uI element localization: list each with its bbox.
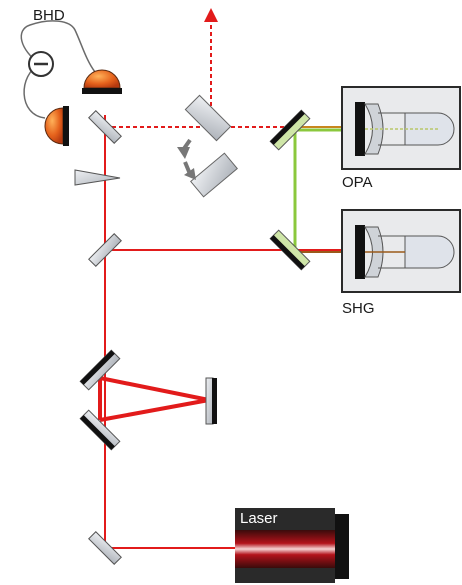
dichroic-mirror-opa <box>269 109 311 151</box>
photodetector-icon <box>82 69 122 94</box>
beamsplitter-bhd <box>88 110 122 144</box>
wedge-prism <box>74 169 121 186</box>
beam-paths <box>98 22 355 549</box>
beamsplitter-shg <box>88 233 122 267</box>
opa-unit <box>341 86 461 170</box>
bhd-label: BHD <box>33 7 65 24</box>
shg-label: SHG <box>342 300 375 317</box>
dichroic-mirror-shg <box>269 229 311 271</box>
cavity-mirror-right <box>205 377 217 425</box>
shg-unit <box>341 209 461 293</box>
laser-unit <box>235 508 349 583</box>
opa-label: OPA <box>342 174 373 191</box>
steering-mirror-bottom <box>88 531 122 565</box>
laser-label: Laser <box>240 510 278 527</box>
movable-mirror-pair <box>184 94 238 198</box>
photodetector-icon <box>44 106 69 146</box>
cavity-mirror-bottom <box>79 409 121 451</box>
bhd-detector-assembly <box>20 20 122 146</box>
move-arrows-icon <box>177 138 196 180</box>
cavity-mirror-top <box>79 349 121 391</box>
minus-circle-icon <box>28 51 54 77</box>
arrow-up-icon <box>204 8 218 22</box>
